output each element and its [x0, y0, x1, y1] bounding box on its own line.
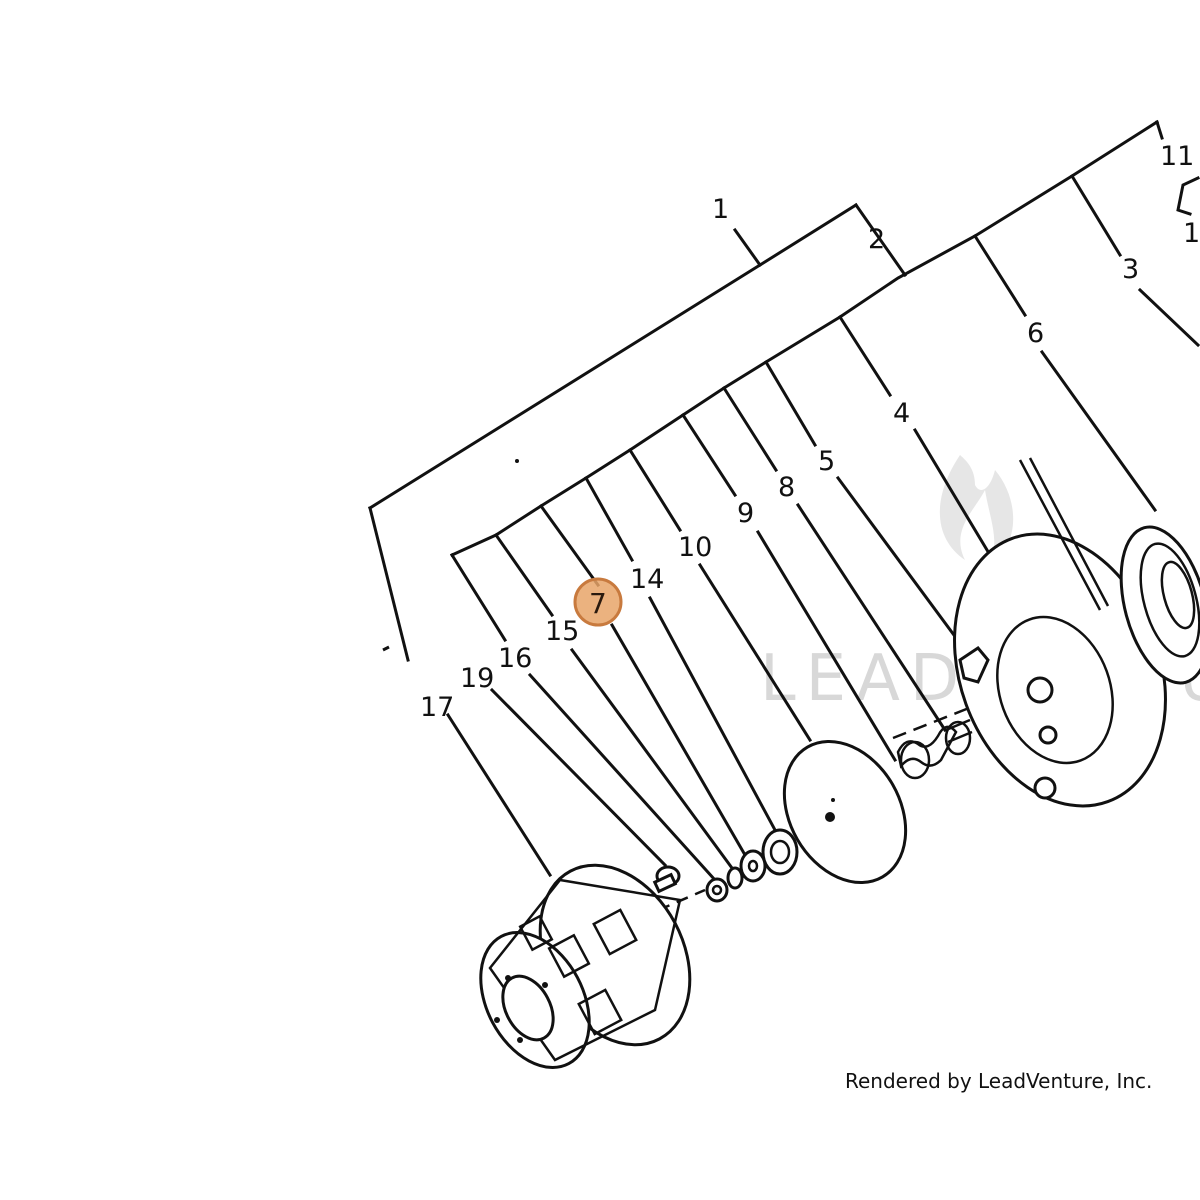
- part-drum-cup[interactable]: [459, 839, 720, 1086]
- callout-15[interactable]: 15: [545, 616, 579, 647]
- leader-lines: [367, 119, 1200, 920]
- part-cover-plate[interactable]: [760, 720, 930, 905]
- callout-8[interactable]: 8: [778, 472, 795, 503]
- callout-9[interactable]: 9: [737, 498, 754, 529]
- callout-1[interactable]: 1: [712, 194, 729, 225]
- callout-7[interactable]: 7: [589, 587, 607, 620]
- credit-text: Rendered by LeadVenture, Inc.: [845, 1069, 1152, 1093]
- callout-14[interactable]: 14: [630, 564, 664, 595]
- callout-17[interactable]: 17: [420, 692, 454, 723]
- stray-marks: [382, 459, 519, 652]
- part-nut[interactable]: [705, 877, 729, 903]
- part-hub-pawl-assembly[interactable]: [918, 504, 1200, 836]
- callout-2[interactable]: 2: [868, 224, 885, 255]
- callout-12[interactable]: 12: [1183, 218, 1200, 249]
- callout-6[interactable]: 6: [1027, 318, 1044, 349]
- callout-11[interactable]: 11: [1160, 141, 1194, 172]
- part-bolt[interactable]: [652, 865, 681, 894]
- part-spring-small[interactable]: [944, 718, 973, 756]
- part-recoil-spring[interactable]: [1018, 457, 1200, 693]
- callout-4[interactable]: 4: [893, 398, 910, 429]
- callout-labels: 1 2 11 12 3 6 4 5 8 9 10 14 7 15 16 19 1…: [420, 141, 1200, 723]
- flame-logo-icon: [939, 455, 1014, 565]
- callout-10[interactable]: 10: [678, 532, 712, 563]
- callout-16[interactable]: 16: [498, 643, 532, 674]
- part-washer[interactable]: [739, 849, 767, 883]
- callout-3[interactable]: 3: [1122, 254, 1139, 285]
- highlight-marker: [573, 577, 623, 627]
- part-lock-washer[interactable]: [726, 866, 744, 890]
- callout-5[interactable]: 5: [818, 446, 835, 477]
- callout-19[interactable]: 19: [460, 663, 494, 694]
- part-bushing[interactable]: [761, 828, 799, 876]
